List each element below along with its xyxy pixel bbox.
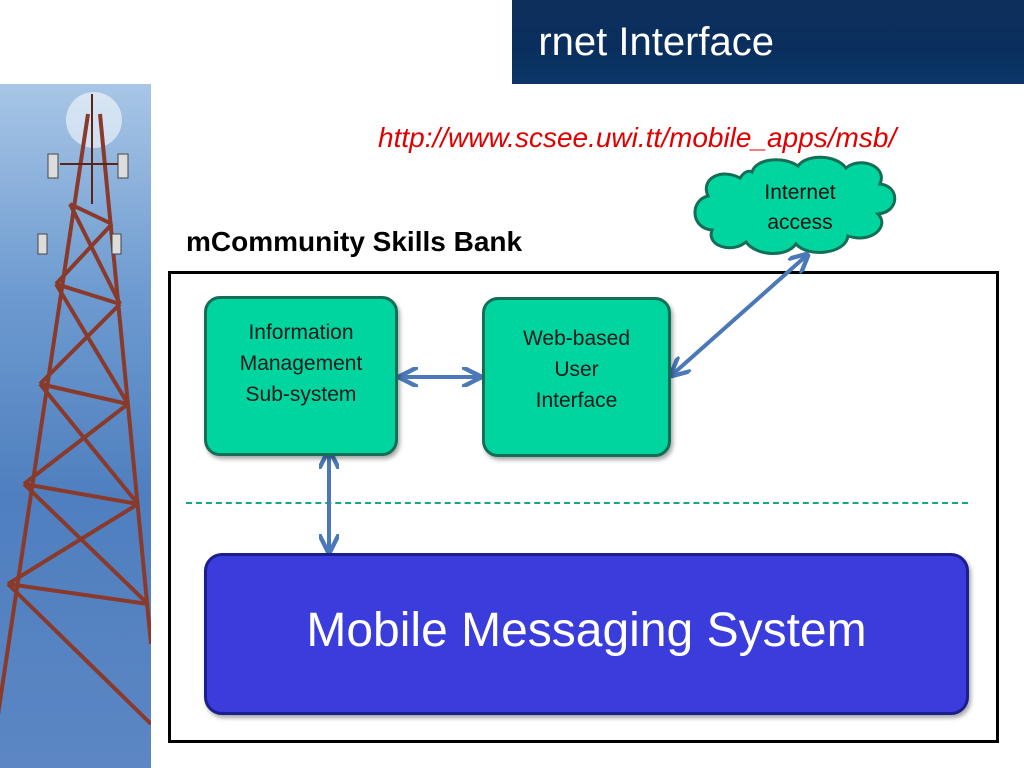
web-line1: Web-based (522, 326, 630, 350)
mobile-messaging-system-box: Mobile Messaging System (204, 553, 969, 715)
ims-line3: Sub-system (245, 382, 357, 406)
mobile-messaging-label: Mobile Messaging System (306, 603, 867, 657)
internet-cloud-shape (693, 155, 897, 256)
ims-line1: Information (248, 320, 354, 344)
web-based-user-interface-box: Web-based User Interface (482, 297, 671, 457)
arrow-web-internet (673, 256, 806, 374)
slide-title: rnet Interface (538, 20, 774, 64)
internet-access-line1: Internet (764, 181, 836, 204)
tower-illustration (0, 92, 151, 726)
tower-photo (0, 84, 151, 768)
internet-access-line2: access (767, 211, 833, 234)
system-title: mCommunity Skills Bank (186, 226, 523, 257)
information-management-subsystem-box: Information Management Sub-system (204, 296, 398, 456)
web-line2: User (554, 357, 599, 381)
ims-line2: Management (239, 351, 363, 375)
project-url-link[interactable]: http://www.scsee.uwi.tt/mobile_apps/msb/ (378, 122, 897, 153)
web-line3: Interface (535, 388, 618, 412)
slide-title-bar: rnet Interface (512, 0, 1024, 84)
internet-access-label: Internet access (740, 178, 860, 238)
layer-separator (186, 502, 968, 504)
